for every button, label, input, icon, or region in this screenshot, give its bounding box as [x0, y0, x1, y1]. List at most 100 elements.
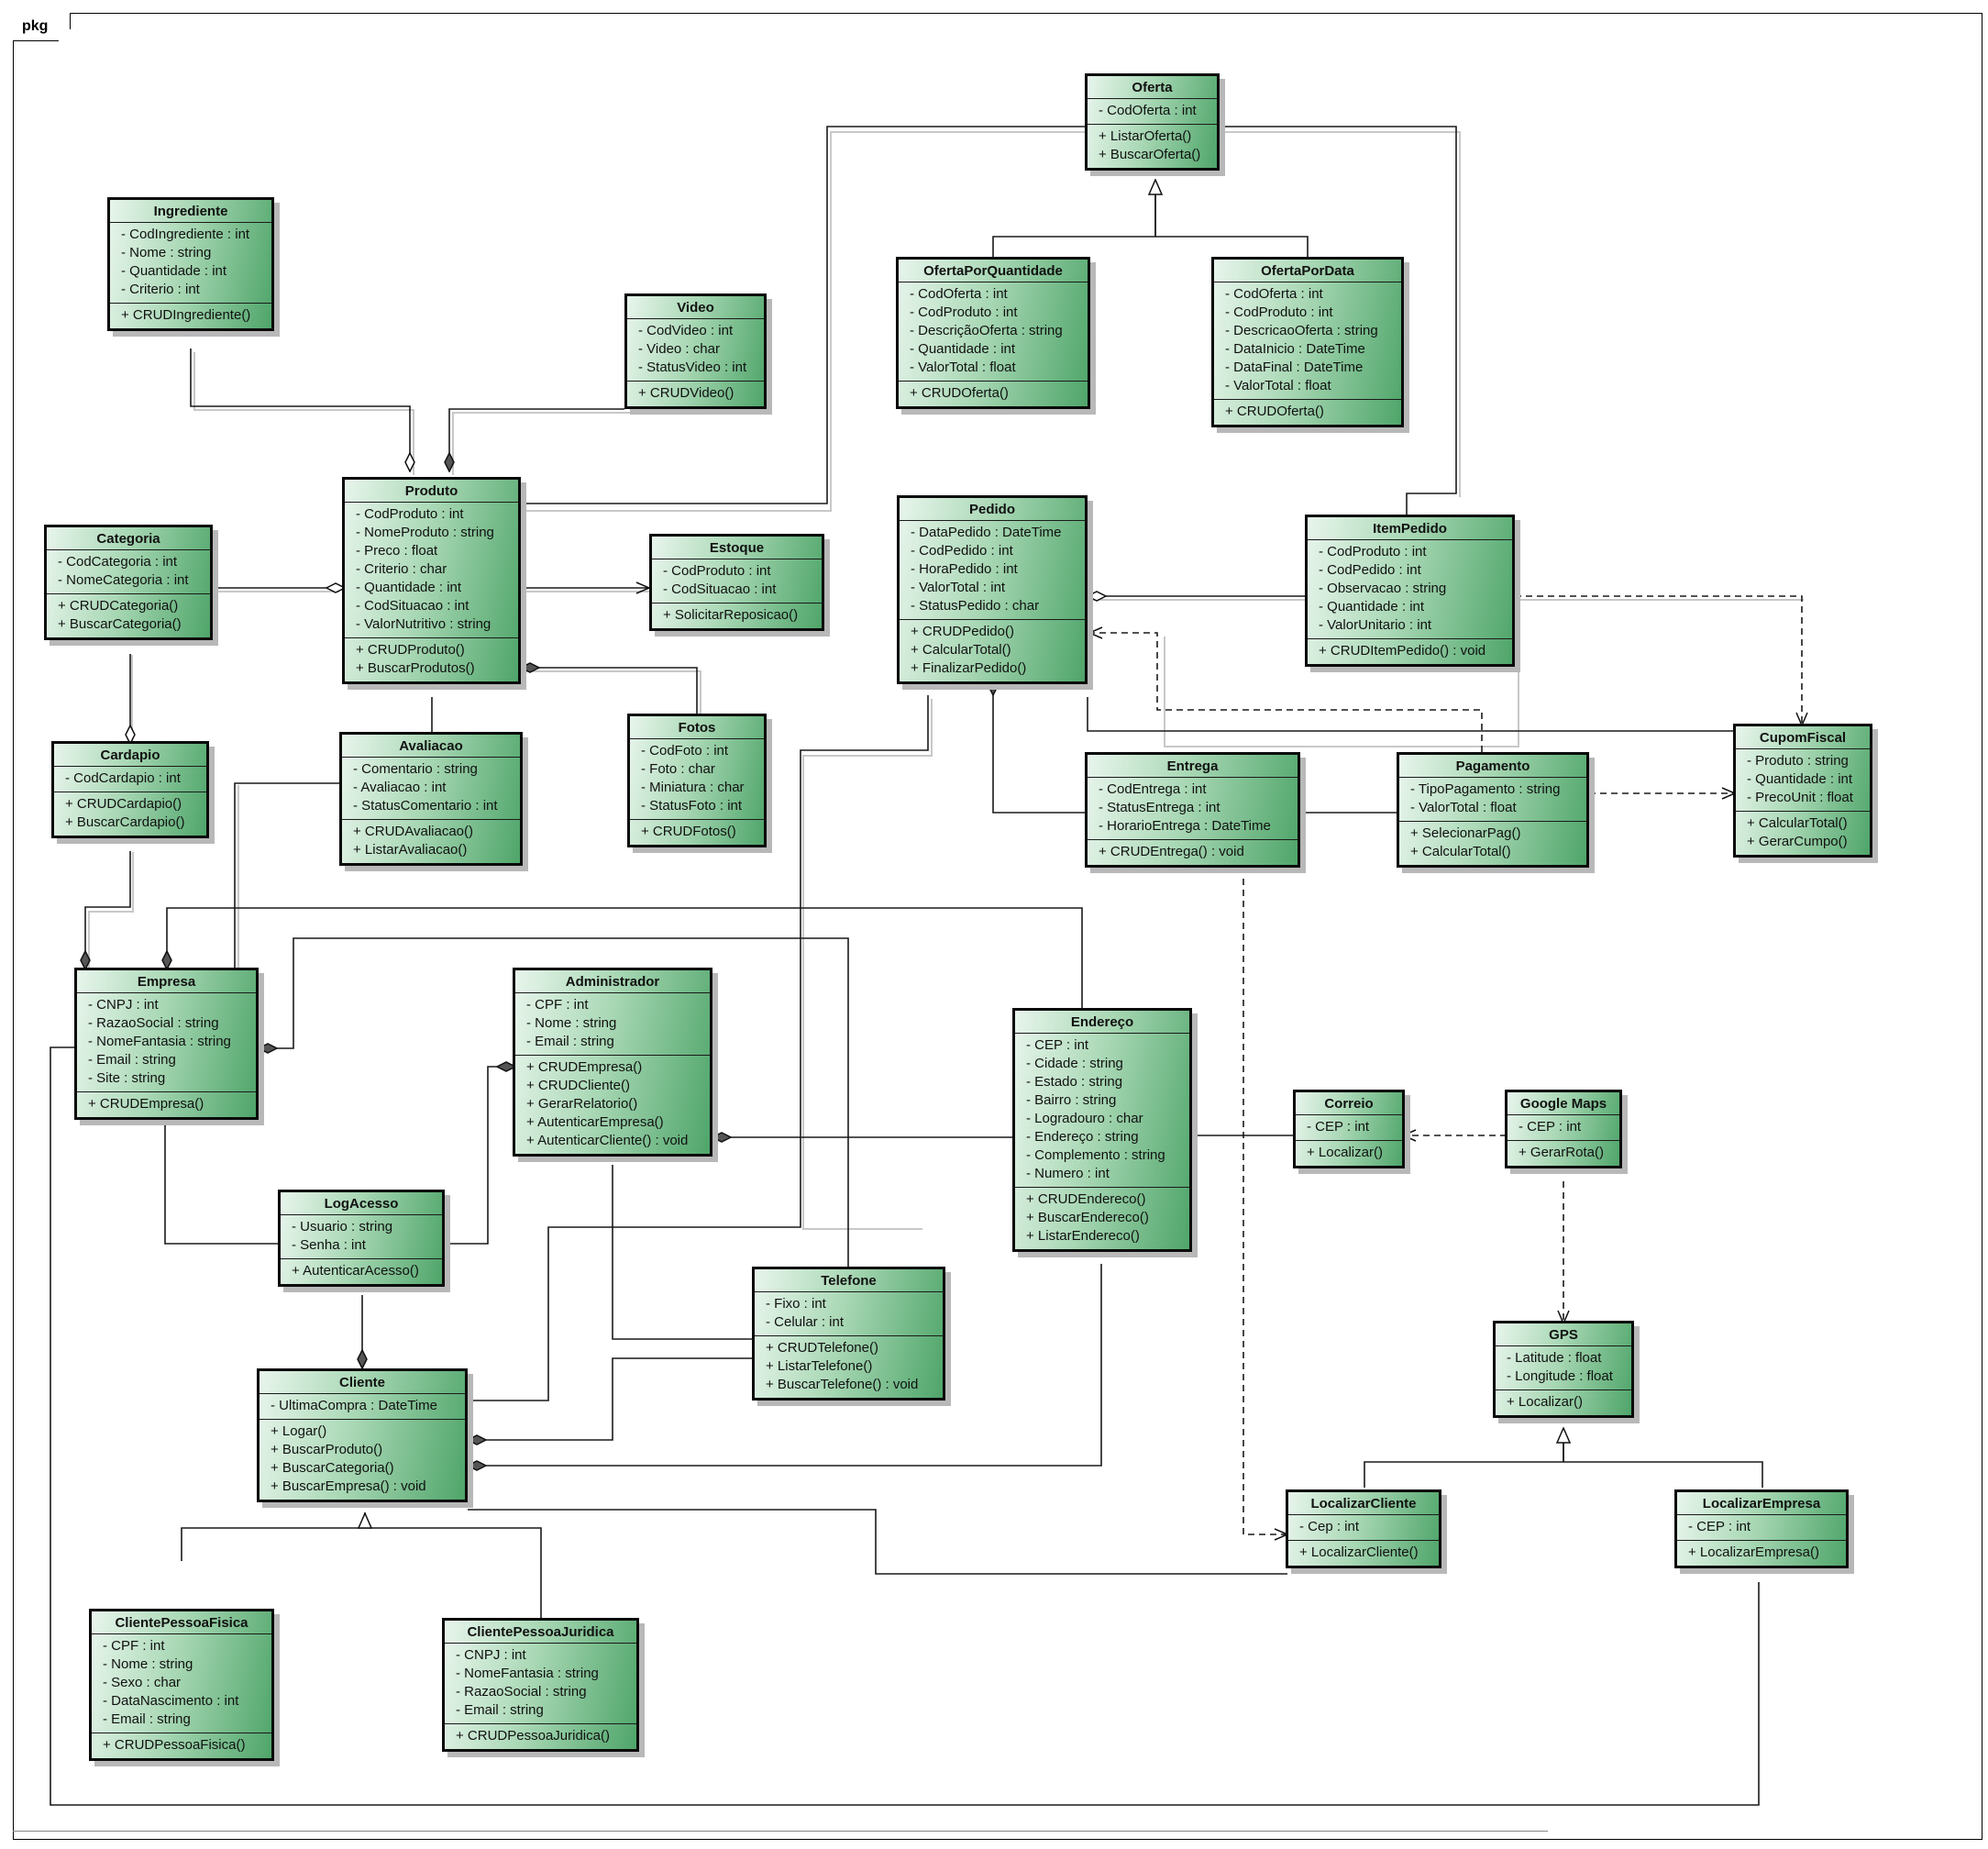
class-categoria[interactable]: Categoria- CodCategoria : int- NomeCateg…	[44, 525, 213, 640]
attribute: - Nome : string	[103, 1656, 193, 1672]
endereco-empresa-line	[167, 907, 1083, 1009]
operations-compartment: + CRUDPessoaFisica()	[92, 1733, 271, 1758]
attributes-compartment: - CodCardapio : int	[54, 767, 206, 792]
attribute: - Quantidade : int	[356, 580, 462, 595]
attribute: - Criterio : int	[121, 282, 200, 297]
attribute: - CodOferta : int	[910, 286, 1008, 302]
class-video[interactable]: Video- CodVideo : int- Video : char- Sta…	[624, 293, 767, 409]
attributes-compartment: - Comentario : string- Avaliacao : int- …	[342, 758, 520, 820]
operation: + BuscarOferta()	[1099, 147, 1201, 162]
class-endereco[interactable]: Endereço- CEP : int- Cidade : string- Es…	[1012, 1008, 1192, 1252]
operations-compartment: + CRUDEmpresa()+ CRUDCliente()+ GerarRel…	[515, 1056, 710, 1154]
operations-compartment: + SelecionarPag()+ CalcularTotal()	[1399, 822, 1586, 865]
class-googlemaps[interactable]: Google Maps- CEP : int+ GerarRota()	[1505, 1090, 1622, 1168]
attribute: - CodCategoria : int	[58, 554, 178, 570]
operations-compartment: + CRUDAvaliacao()+ ListarAvaliacao()	[342, 820, 520, 863]
attribute: - CodOferta : int	[1225, 286, 1323, 302]
attribute: - HorarioEntrega : DateTime	[1099, 818, 1271, 834]
attributes-compartment: - CodFoto : int- Foto : char- Miniatura …	[630, 739, 764, 820]
operations-compartment: + Logar()+ BuscarProduto()+ BuscarCatego…	[260, 1420, 465, 1500]
operation: + CRUDAvaliacao()	[353, 824, 474, 839]
attribute: - CPF : int	[103, 1638, 165, 1654]
attributes-compartment: - CEP : int	[1677, 1515, 1846, 1541]
class-administrador[interactable]: Administrador- CPF : int- Nome : string-…	[513, 968, 712, 1157]
class-correio[interactable]: Correio- CEP : int+ Localizar()	[1293, 1090, 1405, 1168]
class-empresa[interactable]: Empresa- CNPJ : int- RazaoSocial : strin…	[74, 968, 259, 1120]
attribute: - Foto : char	[641, 761, 715, 777]
operations-compartment: + CRUDFotos()	[630, 820, 764, 845]
class-cardapio[interactable]: Cardapio- CodCardapio : int+ CRUDCardapi…	[51, 741, 209, 838]
attribute: - Longitude : float	[1507, 1368, 1613, 1384]
class-name: Oferta	[1088, 76, 1217, 99]
class-name: ItemPedido	[1308, 517, 1512, 540]
class-ingrediente[interactable]: Ingrediente- CodIngrediente : int- Nome …	[107, 197, 274, 331]
operation: + CRUDProduto()	[356, 642, 465, 658]
attribute: - CodProduto : int	[663, 563, 771, 579]
attribute: - CPF : int	[526, 997, 589, 1013]
class-name: ClientePessoaJuridica	[445, 1621, 636, 1644]
class-ofertapordata[interactable]: OfertaPorData- CodOferta : int- CodProdu…	[1211, 257, 1404, 427]
attributes-compartment: - UltimaCompra : DateTime	[260, 1394, 465, 1420]
class-name: Avaliacao	[342, 735, 520, 758]
class-name: Cardapio	[54, 744, 206, 767]
class-logacesso[interactable]: LogAcesso- Usuario : string- Senha : int…	[278, 1190, 445, 1287]
logacesso-administrador-line	[442, 1067, 515, 1245]
attribute: - CodSituacao : int	[663, 581, 777, 597]
entrega-localizarcliente-dependency	[1242, 879, 1287, 1534]
attribute: - DataPedido : DateTime	[911, 525, 1062, 540]
attribute: - TipoPagamento : string	[1410, 781, 1561, 797]
class-entrega[interactable]: Entrega- CodEntrega : int- StatusEntrega…	[1085, 752, 1300, 868]
class-pagamento[interactable]: Pagamento- TipoPagamento : string- Valor…	[1397, 752, 1589, 868]
class-localizarempresa[interactable]: LocalizarEmpresa- CEP : int+ LocalizarEm…	[1674, 1489, 1849, 1568]
class-localizarcliente[interactable]: LocalizarCliente- Cep : int+ LocalizarCl…	[1286, 1489, 1441, 1568]
class-telefone[interactable]: Telefone- Fixo : int- Celular : int+ CRU…	[752, 1267, 945, 1401]
class-clientepessoafisica[interactable]: ClientePessoaFisica - CPF : int - Nome : s…	[89, 1609, 274, 1761]
attribute: - Endereço : string	[1026, 1129, 1139, 1145]
attributes-compartment: - CEP : int	[1296, 1115, 1402, 1141]
attributes-compartment: - CodEntrega : int- StatusEntrega : int-…	[1088, 778, 1298, 840]
class-name: Ingrediente	[110, 200, 271, 223]
operation: + CRUDCategoria()	[58, 598, 179, 614]
class-name: ClientePessoaFisica	[92, 1611, 271, 1634]
attribute: - Latitude : float	[1507, 1350, 1602, 1366]
class-name: LogAcesso	[281, 1192, 442, 1215]
class-gps[interactable]: GPS- Latitude : float- Longitude : float…	[1493, 1321, 1634, 1418]
class-pedido[interactable]: Pedido- DataPedido : DateTime- CodPedido…	[897, 495, 1088, 684]
attribute: - Senha : int	[292, 1237, 366, 1253]
class-avaliacao[interactable]: Avaliacao- Comentario : string- Avaliaca…	[339, 732, 523, 866]
attribute: - Logradouro : char	[1026, 1111, 1143, 1126]
attributes-compartment: - CodOferta : int	[1088, 99, 1217, 125]
class-estoque[interactable]: Estoque- CodProduto : int- CodSituacao :…	[649, 534, 824, 631]
operation: + AutenticarAcesso()	[292, 1263, 419, 1279]
class-name: Pagamento	[1399, 755, 1586, 778]
operation: + BuscarProduto()	[271, 1442, 383, 1457]
class-itempedido[interactable]: ItemPedido- CodProduto : int- CodPedido …	[1305, 515, 1515, 667]
attribute: - DataInicio : DateTime	[1225, 341, 1365, 357]
pedido-cliente-line	[468, 695, 929, 1401]
operation: + BuscarProdutos()	[356, 660, 475, 676]
attributes-compartment: - CEP : int- Cidade : string- Estado : s…	[1015, 1034, 1189, 1188]
operation: + BuscarCategoria()	[271, 1460, 394, 1476]
attribute: - StatusVideo : int	[638, 360, 747, 375]
avaliacao-empresa-line	[234, 782, 339, 969]
produto-oferta-line	[521, 126, 1085, 504]
operations-compartment: + CRUDCategoria()+ BuscarCategoria()	[47, 594, 210, 637]
attribute: - Criterio : char	[356, 561, 447, 577]
class-clientepessoajuridica[interactable]: ClientePessoaJuridica- CNPJ : int- NomeF…	[442, 1618, 639, 1752]
attribute: - CNPJ : int	[456, 1647, 526, 1663]
class-name: OfertaPorData	[1214, 260, 1401, 282]
class-ofertaporquantidade[interactable]: OfertaPorQuantidade- CodOferta : int- Co…	[896, 257, 1090, 409]
class-oferta[interactable]: Oferta- CodOferta : int+ ListarOferta()+…	[1085, 73, 1220, 171]
attributes-compartment: - CPF : int- Nome : string- Email : stri…	[515, 993, 710, 1056]
attribute: - StatusComentario : int	[353, 798, 498, 814]
class-name: Video	[627, 296, 764, 319]
attribute: - CodSituacao : int	[356, 598, 469, 614]
class-produto[interactable]: Produto- CodProduto : int- NomeProduto :…	[342, 477, 521, 684]
pagamento-pedido-dependency	[1089, 633, 1483, 752]
attributes-compartment: - CNPJ : int- RazaoSocial : string- Nome…	[77, 993, 256, 1092]
class-fotos[interactable]: Fotos- CodFoto : int- Foto : char- Minia…	[627, 714, 767, 847]
fotos-produto-line	[521, 668, 698, 714]
class-cliente[interactable]: Cliente- UltimaCompra : DateTime+ Logar(…	[257, 1368, 468, 1502]
class-cupomfiscal[interactable]: CupomFiscal- Produto : string- Quantidad…	[1733, 724, 1872, 858]
administrador-telefone-line	[612, 1165, 754, 1340]
